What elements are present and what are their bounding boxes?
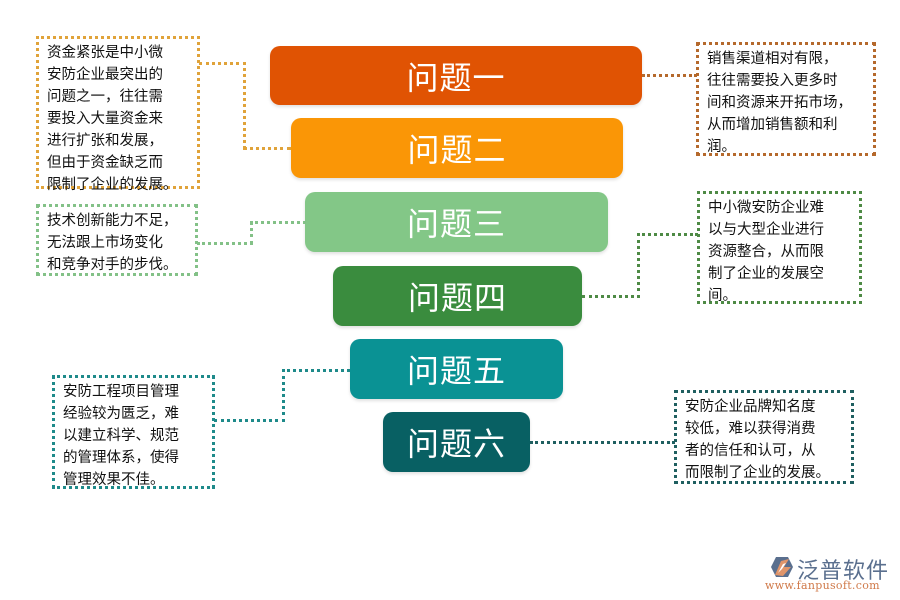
connector-segment — [282, 369, 350, 372]
note-brand-awareness: 安防企业品牌知名度 较低，难以获得消费 者的信任和认可，从 而限制了企业的发展。 — [674, 390, 854, 484]
logo-name: 泛普软件 — [797, 559, 890, 584]
connector-segment — [642, 74, 697, 77]
note-line: 者的信任和认可，从 — [685, 443, 816, 459]
note-line: 销售渠道相对有限， — [707, 51, 838, 67]
connector-segment — [243, 147, 291, 150]
note-line: 管理效果不佳。 — [63, 472, 165, 488]
note-line: 以建立科学、规范 — [63, 428, 179, 444]
bar-label: 问题一 — [406, 58, 506, 97]
note-line: 安防企业最突出的 — [47, 67, 163, 83]
connector-segment — [637, 233, 698, 236]
note-line: 要投入大量资金来 — [47, 111, 163, 127]
connector-segment — [197, 242, 253, 245]
connector-segment — [282, 369, 285, 422]
note-innovation: 技术创新能力不足， 无法跟上市场变化 和竞争对手的步伐。 — [36, 204, 198, 276]
note-line: 限制了企业的发展。 — [47, 177, 178, 193]
note-line: 从而增加销售额和利 — [707, 117, 838, 133]
note-sales-channels: 销售渠道相对有限， 往往需要投入更多时 间和资源来开拓市场， 从而增加销售额和利… — [696, 42, 876, 156]
connector-segment — [582, 295, 640, 298]
bar-label: 问题六 — [406, 425, 506, 463]
note-resource-integration: 中小微安防企业难 以与大型企业进行 资源整合，从而限 制了企业的发展空 间。 — [697, 191, 862, 304]
note-line: 制了企业的发展空 — [708, 266, 824, 282]
bar-label: 问题五 — [406, 352, 506, 390]
logo-url: www.fanpusoft.com — [765, 579, 880, 592]
fanpu-logo: 泛普软件 www.fanpusoft.com — [765, 553, 895, 595]
bar-label: 问题二 — [407, 131, 507, 169]
bar-label: 问题三 — [406, 205, 506, 243]
funnel-bar-problem-5: 问题五 — [350, 339, 563, 399]
note-line: 的管理体系，使得 — [63, 450, 179, 466]
connector-segment — [250, 221, 253, 245]
connector-segment — [250, 221, 306, 224]
fanpu-logo-icon — [771, 557, 793, 577]
note-line: 往往需要投入更多时 — [707, 73, 838, 89]
note-line: 技术创新能力不足， — [47, 213, 178, 229]
note-line: 以与大型企业进行 — [708, 222, 824, 238]
note-line: 但由于资金缺乏而 — [47, 155, 163, 171]
funnel-bar-problem-6: 问题六 — [383, 412, 530, 472]
note-line: 进行扩张和发展， — [47, 133, 163, 149]
note-line: 问题之一，往往需 — [47, 89, 163, 105]
note-line: 间。 — [708, 288, 737, 304]
bar-label: 问题四 — [407, 279, 507, 317]
note-line: 安防工程项目管理 — [63, 384, 179, 400]
note-line: 资金紧张是中小微 — [47, 45, 163, 61]
note-project-management: 安防工程项目管理 经验较为匮乏，难 以建立科学、规范 的管理体系，使得 管理效果… — [52, 375, 215, 489]
funnel-bar-problem-1: 问题一 — [270, 46, 642, 105]
note-line: 经验较为匮乏，难 — [63, 406, 179, 422]
connector-segment — [243, 62, 246, 149]
note-line: 和竞争对手的步伐。 — [47, 257, 178, 273]
funnel-bar-problem-3: 问题三 — [305, 192, 608, 252]
connector-segment — [530, 441, 675, 444]
funnel-bar-problem-2: 问题二 — [291, 118, 623, 178]
note-line: 间和资源来开拓市场， — [707, 95, 852, 111]
note-line: 中小微安防企业难 — [708, 200, 824, 216]
note-line: 润。 — [707, 139, 736, 155]
note-line: 较低，难以获得消费 — [685, 421, 816, 437]
connector-segment — [214, 419, 285, 422]
connector-segment — [637, 233, 640, 298]
note-line: 资源整合，从而限 — [708, 244, 824, 260]
note-line: 安防企业品牌知名度 — [685, 399, 816, 415]
note-line: 无法跟上市场变化 — [47, 235, 163, 251]
funnel-bar-problem-4: 问题四 — [333, 266, 582, 326]
note-line: 而限制了企业的发展。 — [685, 465, 830, 481]
note-capital-shortage: 资金紧张是中小微 安防企业最突出的 问题之一，往往需 要投入大量资金来 进行扩张… — [36, 36, 200, 193]
connector-segment — [199, 62, 246, 65]
